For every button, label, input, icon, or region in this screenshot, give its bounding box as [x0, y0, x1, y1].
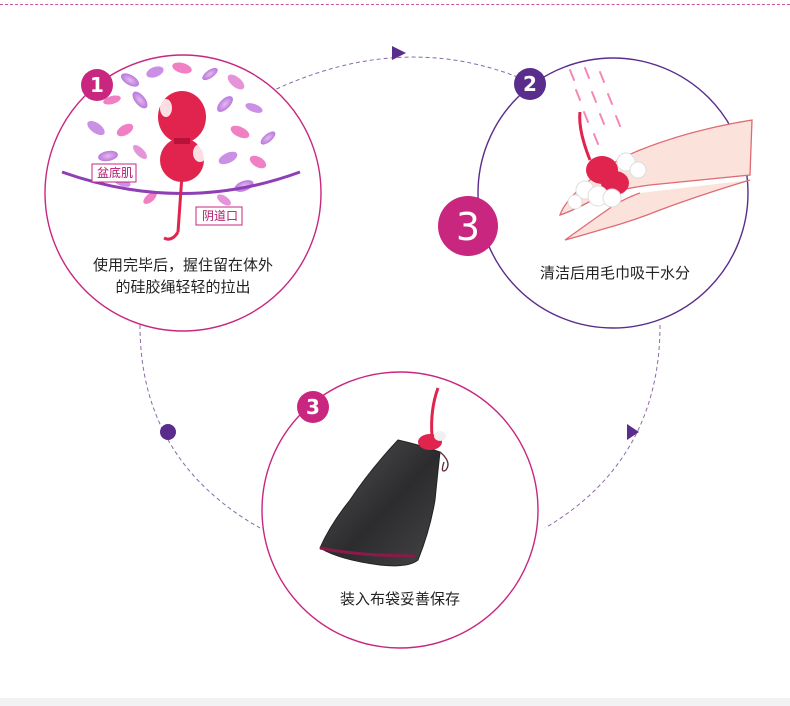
- top-dashed-divider: [0, 4, 790, 5]
- step-2-badge-number: 2: [523, 72, 537, 96]
- step-3-badge-number: 3: [306, 395, 320, 419]
- step-3-badge-circle: [297, 391, 329, 423]
- step-1-badge-circle: [81, 69, 113, 101]
- step-3-caption: 装入布袋妥善保存: [339, 590, 460, 608]
- device-illustration: [158, 91, 207, 241]
- arrow-down-icon: [627, 424, 639, 440]
- label-vaginal-opening: 阴道口: [201, 209, 238, 223]
- overlay-badge-number: 3: [456, 205, 480, 249]
- label-pelvic-floor: 盆底肌: [96, 166, 133, 180]
- step-1-caption-line-1: 使用完毕后，握住留在体外: [92, 256, 273, 274]
- bag-drawstring: [439, 451, 449, 472]
- label-pelvic-box: [91, 163, 137, 183]
- step-1-panel: 1: [44, 54, 322, 332]
- bag-hem: [319, 546, 416, 558]
- step-1-badge-number: 1: [90, 73, 104, 97]
- step-2-panel: 2: [477, 57, 753, 329]
- connector-arc-1-2: [269, 56, 521, 93]
- connector-arc-3-1: [139, 324, 261, 529]
- device-illustration-2: [578, 111, 629, 195]
- device-cord: [430, 387, 440, 437]
- arrow-right-icon: [392, 46, 406, 60]
- connector-dot: [160, 424, 176, 440]
- step-2-badge-circle: [514, 68, 546, 100]
- step-2-caption: 清洁后用毛巾吸干水分: [539, 264, 690, 282]
- bottom-band: [0, 698, 790, 706]
- storage-bag: [319, 439, 441, 567]
- step-1-caption-line-2: 的硅胶绳轻轻的拉出: [115, 278, 251, 296]
- overlay-badge-circle: [438, 196, 498, 256]
- label-vaginal-box: [195, 206, 243, 226]
- step-3-panel: 3: [261, 371, 539, 649]
- petals-illustration: [87, 62, 276, 206]
- connector-arc-2-3: [544, 324, 661, 529]
- foam-bubbles: [567, 152, 647, 210]
- water-spray: [569, 67, 621, 145]
